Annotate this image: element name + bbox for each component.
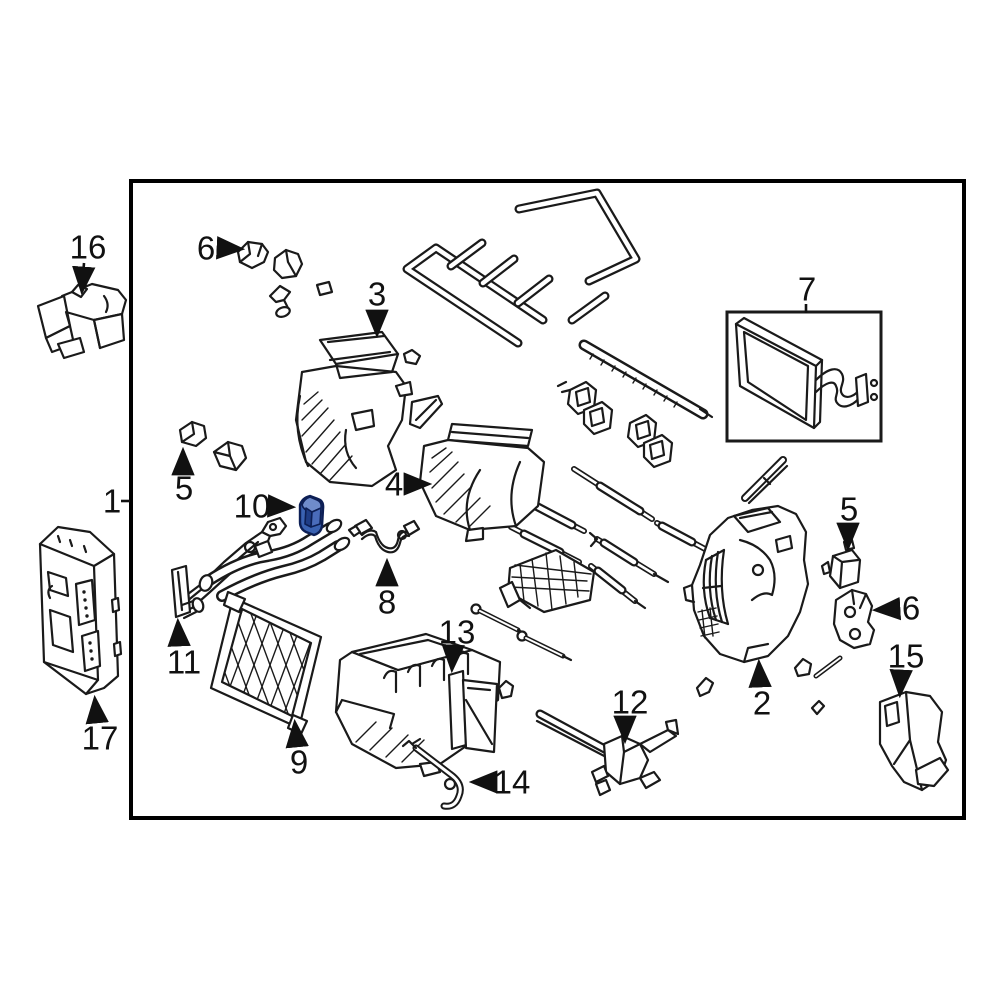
defroster-seal-strip bbox=[741, 456, 789, 505]
callout-16: 16 bbox=[70, 229, 107, 296]
callout-15-arrow bbox=[889, 669, 913, 699]
part-5-actuator-left bbox=[178, 420, 248, 472]
callout-4-label: 4 bbox=[385, 466, 403, 503]
part-8-wire-harness bbox=[347, 518, 421, 554]
callout-3-label: 3 bbox=[368, 276, 386, 313]
callout-5-left-label: 5 bbox=[175, 470, 193, 507]
small-fasteners bbox=[497, 655, 843, 716]
callout-3: 3 bbox=[365, 276, 389, 339]
ribbed-seal-strip bbox=[578, 339, 714, 420]
callout-6-top-label: 6 bbox=[197, 230, 215, 267]
part-10-highlighted-pipe-clip bbox=[298, 494, 325, 537]
callout-12-label: 12 bbox=[612, 684, 649, 721]
part-4-center-case bbox=[418, 422, 546, 543]
mode-door-grille bbox=[498, 548, 596, 614]
callout-1: 1 bbox=[103, 483, 130, 520]
part-17-control-module bbox=[38, 525, 123, 696]
callout-9-arrow bbox=[285, 718, 309, 749]
part-7-evaporator-inset bbox=[725, 310, 883, 443]
callout-17: 17 bbox=[82, 694, 119, 757]
part-14-control-rod bbox=[401, 737, 464, 810]
callout-13-label: 13 bbox=[439, 614, 476, 651]
callout-10-arrow bbox=[267, 494, 297, 518]
callout-11-arrow bbox=[167, 617, 191, 647]
callout-14-label: 14 bbox=[494, 764, 531, 801]
callout-9-label: 9 bbox=[290, 744, 308, 781]
callout-6-right-label: 6 bbox=[902, 590, 920, 627]
part-13-lower-case bbox=[334, 632, 502, 778]
callout-11-label: 11 bbox=[167, 644, 201, 681]
callout-7-label: 7 bbox=[798, 271, 816, 308]
callout-6-right-arrow bbox=[871, 596, 902, 621]
door-seal-brackets bbox=[556, 380, 674, 469]
part-6-hinge-bracket-right bbox=[832, 588, 876, 650]
callout-9: 9 bbox=[285, 718, 309, 781]
callout-13: 13 bbox=[439, 614, 476, 674]
callout-6-top-arrow bbox=[216, 236, 246, 260]
callout-6-right: 6 bbox=[871, 590, 920, 627]
gasket-seal-strips bbox=[402, 188, 641, 348]
callout-8-label: 8 bbox=[378, 584, 396, 621]
callout-5-right-label: 5 bbox=[840, 491, 858, 528]
part-16-air-duct bbox=[36, 282, 128, 360]
callout-10-label: 10 bbox=[234, 488, 271, 525]
callout-8: 8 bbox=[375, 557, 399, 621]
callout-5-left: 5 bbox=[171, 446, 195, 507]
callout-6-top: 6 bbox=[197, 230, 246, 267]
callout-15-label: 15 bbox=[888, 638, 925, 675]
callout-2-label: 2 bbox=[753, 685, 771, 722]
callout-4: 4 bbox=[385, 466, 433, 503]
callout-1-label: 1 bbox=[103, 483, 121, 520]
callout-16-label: 16 bbox=[70, 229, 107, 266]
callout-2-arrow bbox=[748, 658, 772, 688]
callout-11: 11 bbox=[167, 617, 201, 681]
part-6-mount-clips-top bbox=[236, 240, 334, 318]
part-2-right-case bbox=[682, 504, 810, 698]
part-15-side-duct bbox=[878, 690, 950, 792]
callout-17-label: 17 bbox=[82, 720, 119, 757]
callout-7: 7 bbox=[798, 271, 816, 313]
callout-10: 10 bbox=[234, 488, 297, 525]
callout-13-arrow bbox=[441, 644, 465, 674]
callout-5-right: 5 bbox=[836, 491, 860, 552]
callout-12: 12 bbox=[612, 684, 649, 745]
callout-14: 14 bbox=[468, 764, 531, 801]
callout-15: 15 bbox=[888, 638, 925, 699]
callout-2: 2 bbox=[748, 658, 772, 722]
callout-17-arrow bbox=[85, 694, 109, 725]
heater-pipes bbox=[198, 518, 351, 602]
callout-16-arrow bbox=[72, 262, 96, 296]
